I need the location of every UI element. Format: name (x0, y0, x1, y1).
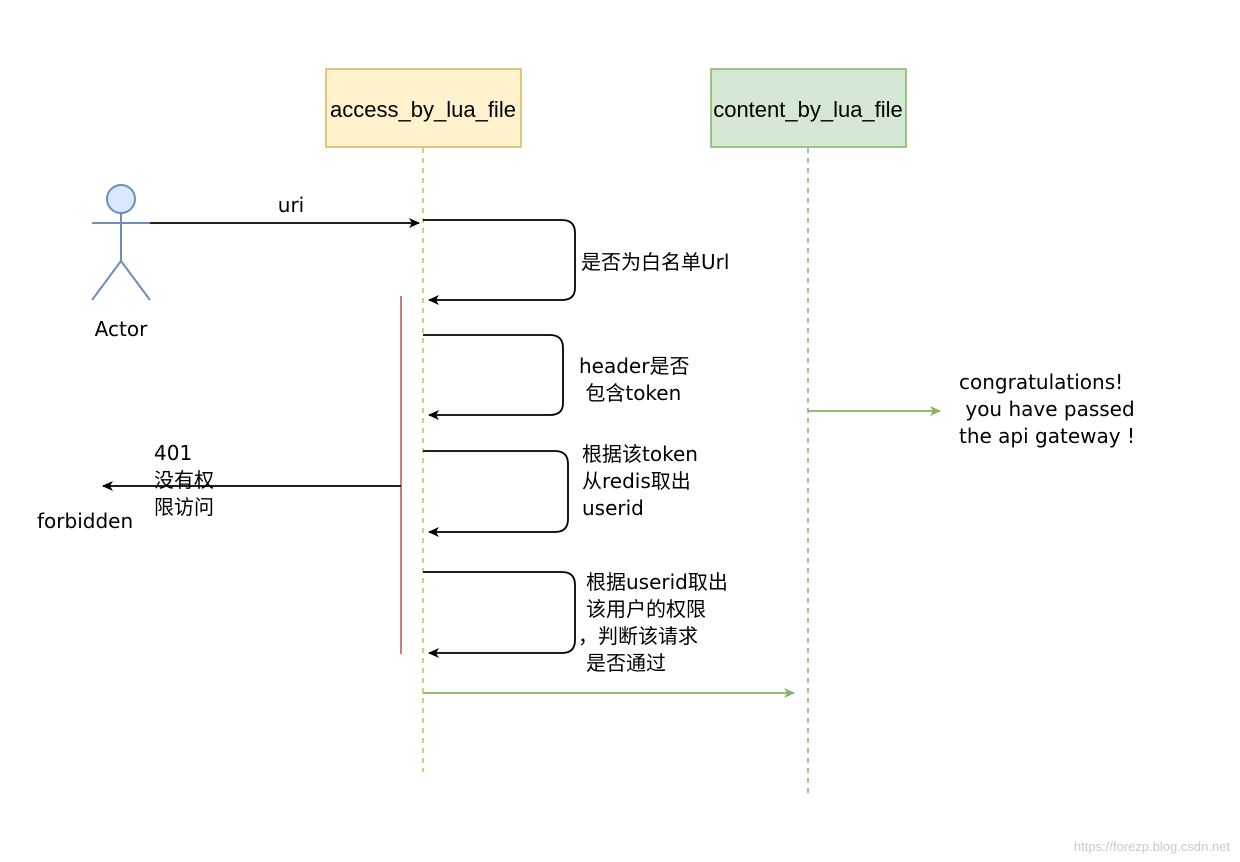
lane-content-by-lua-file: content_by_lua_file (710, 68, 907, 148)
success-label: congratulations! you have passed the api… (959, 370, 1141, 448)
deny-label: 401 没有权 限访问 (154, 441, 220, 519)
self-call-arrow-3 (423, 450, 569, 537)
lane-content-box (710, 68, 907, 148)
self-call-arrow-1 (423, 219, 576, 305)
lane-content-title: content_by_lua_file (713, 97, 903, 122)
uri-label: uri (278, 193, 304, 217)
self-call-arrow-2 (423, 334, 564, 420)
lane-access-by-lua-file: access_by_lua_file (325, 68, 522, 148)
watermark-text: https://forezp.blog.csdn.net (1073, 839, 1230, 854)
step1-label: 是否为白名单Url (581, 250, 729, 274)
step3-label: 根据该token 从redis取出 userid (582, 442, 704, 520)
actor-label: Actor (95, 317, 148, 341)
forbidden-label: forbidden (37, 509, 133, 533)
step2-label: header是否 包含token (579, 354, 696, 405)
lane-access-box (325, 68, 522, 148)
actor-stick-figure-icon (91, 184, 151, 301)
step4-label: 根据userid取出 该用户的权限 ，判断该请求 是否通过 (578, 570, 734, 675)
self-call-arrow-4 (423, 571, 576, 658)
lane-access-title: access_by_lua_file (330, 97, 516, 122)
